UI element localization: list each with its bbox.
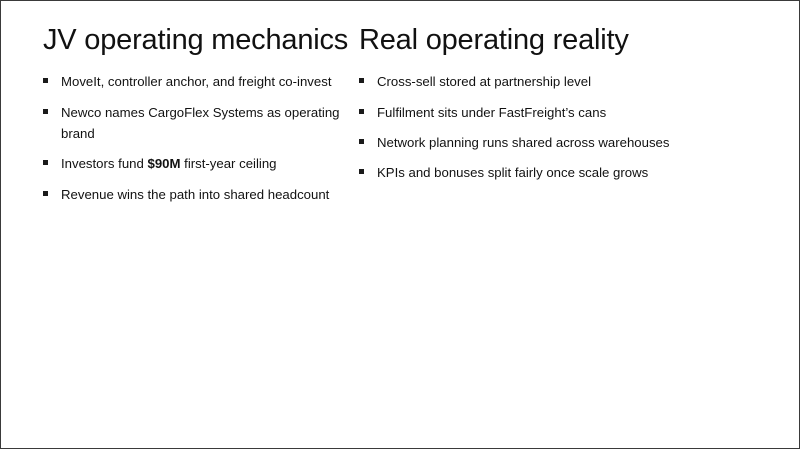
left-column-bullet-list: MoveIt, controller anchor, and freight c…	[43, 71, 353, 205]
list-item: Investors fund $90M first-year ceiling	[43, 153, 353, 174]
list-item: Fulfilment sits under FastFreight’s cans	[359, 102, 753, 123]
square-bullet-icon	[359, 78, 364, 84]
right-column-bullet-list: Cross-sell stored at partnership level F…	[359, 71, 753, 184]
square-bullet-icon	[359, 169, 364, 175]
column-real-operating-reality: Real operating reality Cross-sell stored…	[353, 1, 753, 193]
square-bullet-icon	[43, 78, 48, 84]
bullet-text: Network planning runs shared across ware…	[377, 134, 670, 150]
square-bullet-icon	[359, 138, 364, 144]
list-item: Cross-sell stored at partnership level	[359, 71, 753, 92]
bullet-text: KPIs and bonuses split fairly once scale…	[377, 165, 649, 181]
list-item: KPIs and bonuses split fairly once scale…	[359, 162, 753, 183]
bullet-text: Revenue wins the path into shared headco…	[61, 186, 330, 202]
list-item: MoveIt, controller anchor, and freight c…	[43, 71, 353, 92]
column-jv-operating-mechanics: JV operating mechanics MoveIt, controlle…	[1, 1, 353, 214]
square-bullet-icon	[43, 108, 48, 114]
square-bullet-icon	[43, 190, 48, 196]
bullet-text: Newco names CargoFlex Systems as operati…	[61, 104, 340, 141]
square-bullet-icon	[43, 160, 48, 166]
list-item: Newco names CargoFlex Systems as operati…	[43, 102, 353, 145]
right-column-heading: Real operating reality	[359, 24, 629, 56]
bullet-text: Investors fund $90M first-year ceiling	[61, 156, 277, 172]
list-item: Network planning runs shared across ware…	[359, 132, 753, 153]
square-bullet-icon	[359, 108, 364, 114]
bullet-text: Cross-sell stored at partnership level	[377, 74, 592, 90]
left-column-heading: JV operating mechanics	[43, 24, 349, 56]
bullet-text: Fulfilment sits under FastFreight’s cans	[377, 104, 607, 120]
bullet-text: MoveIt, controller anchor, and freight c…	[61, 74, 332, 90]
list-item: Revenue wins the path into shared headco…	[43, 184, 353, 205]
